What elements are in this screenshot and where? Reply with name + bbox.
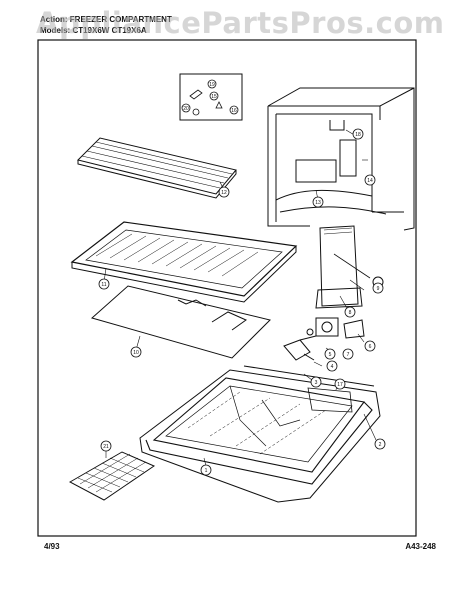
callout-18 bbox=[352, 128, 364, 140]
part-callouts bbox=[98, 79, 386, 476]
callout-19 bbox=[207, 79, 217, 89]
svg-text:21: 21 bbox=[103, 444, 109, 450]
callout-5 bbox=[324, 348, 336, 360]
svg-text:14: 14 bbox=[367, 178, 373, 184]
hardware-inset bbox=[179, 73, 243, 121]
svg-text:17: 17 bbox=[337, 382, 343, 388]
svg-text:19: 19 bbox=[209, 82, 215, 88]
svg-text:2: 2 bbox=[379, 442, 382, 448]
callout-17 bbox=[334, 378, 346, 390]
callout-12 bbox=[218, 186, 230, 198]
svg-text:7: 7 bbox=[347, 352, 350, 358]
svg-text:15: 15 bbox=[211, 94, 217, 100]
callout-10 bbox=[130, 346, 142, 358]
svg-text:13: 13 bbox=[315, 200, 321, 206]
callout-4 bbox=[326, 360, 338, 372]
evaporator-cover bbox=[315, 225, 384, 309]
callout-3 bbox=[310, 376, 322, 388]
callout-7 bbox=[342, 348, 354, 360]
callout-11 bbox=[98, 278, 110, 290]
cover-panel bbox=[90, 285, 271, 359]
callout-14 bbox=[364, 174, 376, 186]
svg-text:18: 18 bbox=[355, 132, 361, 138]
svg-text:20: 20 bbox=[183, 106, 189, 112]
svg-text:8: 8 bbox=[349, 310, 352, 316]
callout-6 bbox=[364, 340, 376, 352]
gasket-frame bbox=[139, 365, 381, 503]
freezer-cabinet bbox=[267, 87, 415, 231]
svg-text:11: 11 bbox=[101, 282, 106, 288]
svg-text:4: 4 bbox=[331, 364, 334, 370]
wire-shelf bbox=[77, 137, 237, 199]
callout-15 bbox=[209, 91, 219, 101]
callout-8 bbox=[344, 306, 356, 318]
callout-13 bbox=[312, 196, 324, 208]
ice-cube-tray bbox=[68, 451, 156, 501]
callout-21 bbox=[100, 440, 112, 452]
svg-text:10: 10 bbox=[133, 350, 139, 356]
svg-text:1: 1 bbox=[205, 468, 208, 474]
freezer-liner bbox=[145, 377, 373, 485]
callout-1 bbox=[200, 464, 212, 476]
model-numbers: Models: CT19X6W CT19X6A bbox=[40, 26, 147, 35]
diagram-code: A43-248 bbox=[405, 542, 436, 551]
watermark: AppliancePartsPros.com bbox=[36, 6, 445, 40]
callout-2 bbox=[374, 438, 386, 450]
diagram-border bbox=[37, 39, 417, 537]
callout-16 bbox=[229, 105, 239, 115]
svg-text:3: 3 bbox=[315, 380, 318, 386]
svg-text:6: 6 bbox=[369, 344, 372, 350]
callout-20 bbox=[181, 103, 191, 113]
callout-numbers: 1 2 3 4 5 6 7 8 9 10 11 12 13 14 15 16 1… bbox=[101, 82, 381, 474]
callout-9 bbox=[372, 282, 384, 294]
svg-text:5: 5 bbox=[329, 352, 332, 358]
revision-date: 4/93 bbox=[44, 542, 60, 551]
diagram-title: Action: FREEZER COMPARTMENT bbox=[40, 15, 172, 24]
svg-text:12: 12 bbox=[221, 190, 227, 196]
fan-motor-assembly bbox=[283, 317, 365, 361]
svg-text:9: 9 bbox=[377, 286, 380, 292]
svg-text:16: 16 bbox=[231, 108, 237, 114]
shelf-frame bbox=[70, 221, 298, 303]
